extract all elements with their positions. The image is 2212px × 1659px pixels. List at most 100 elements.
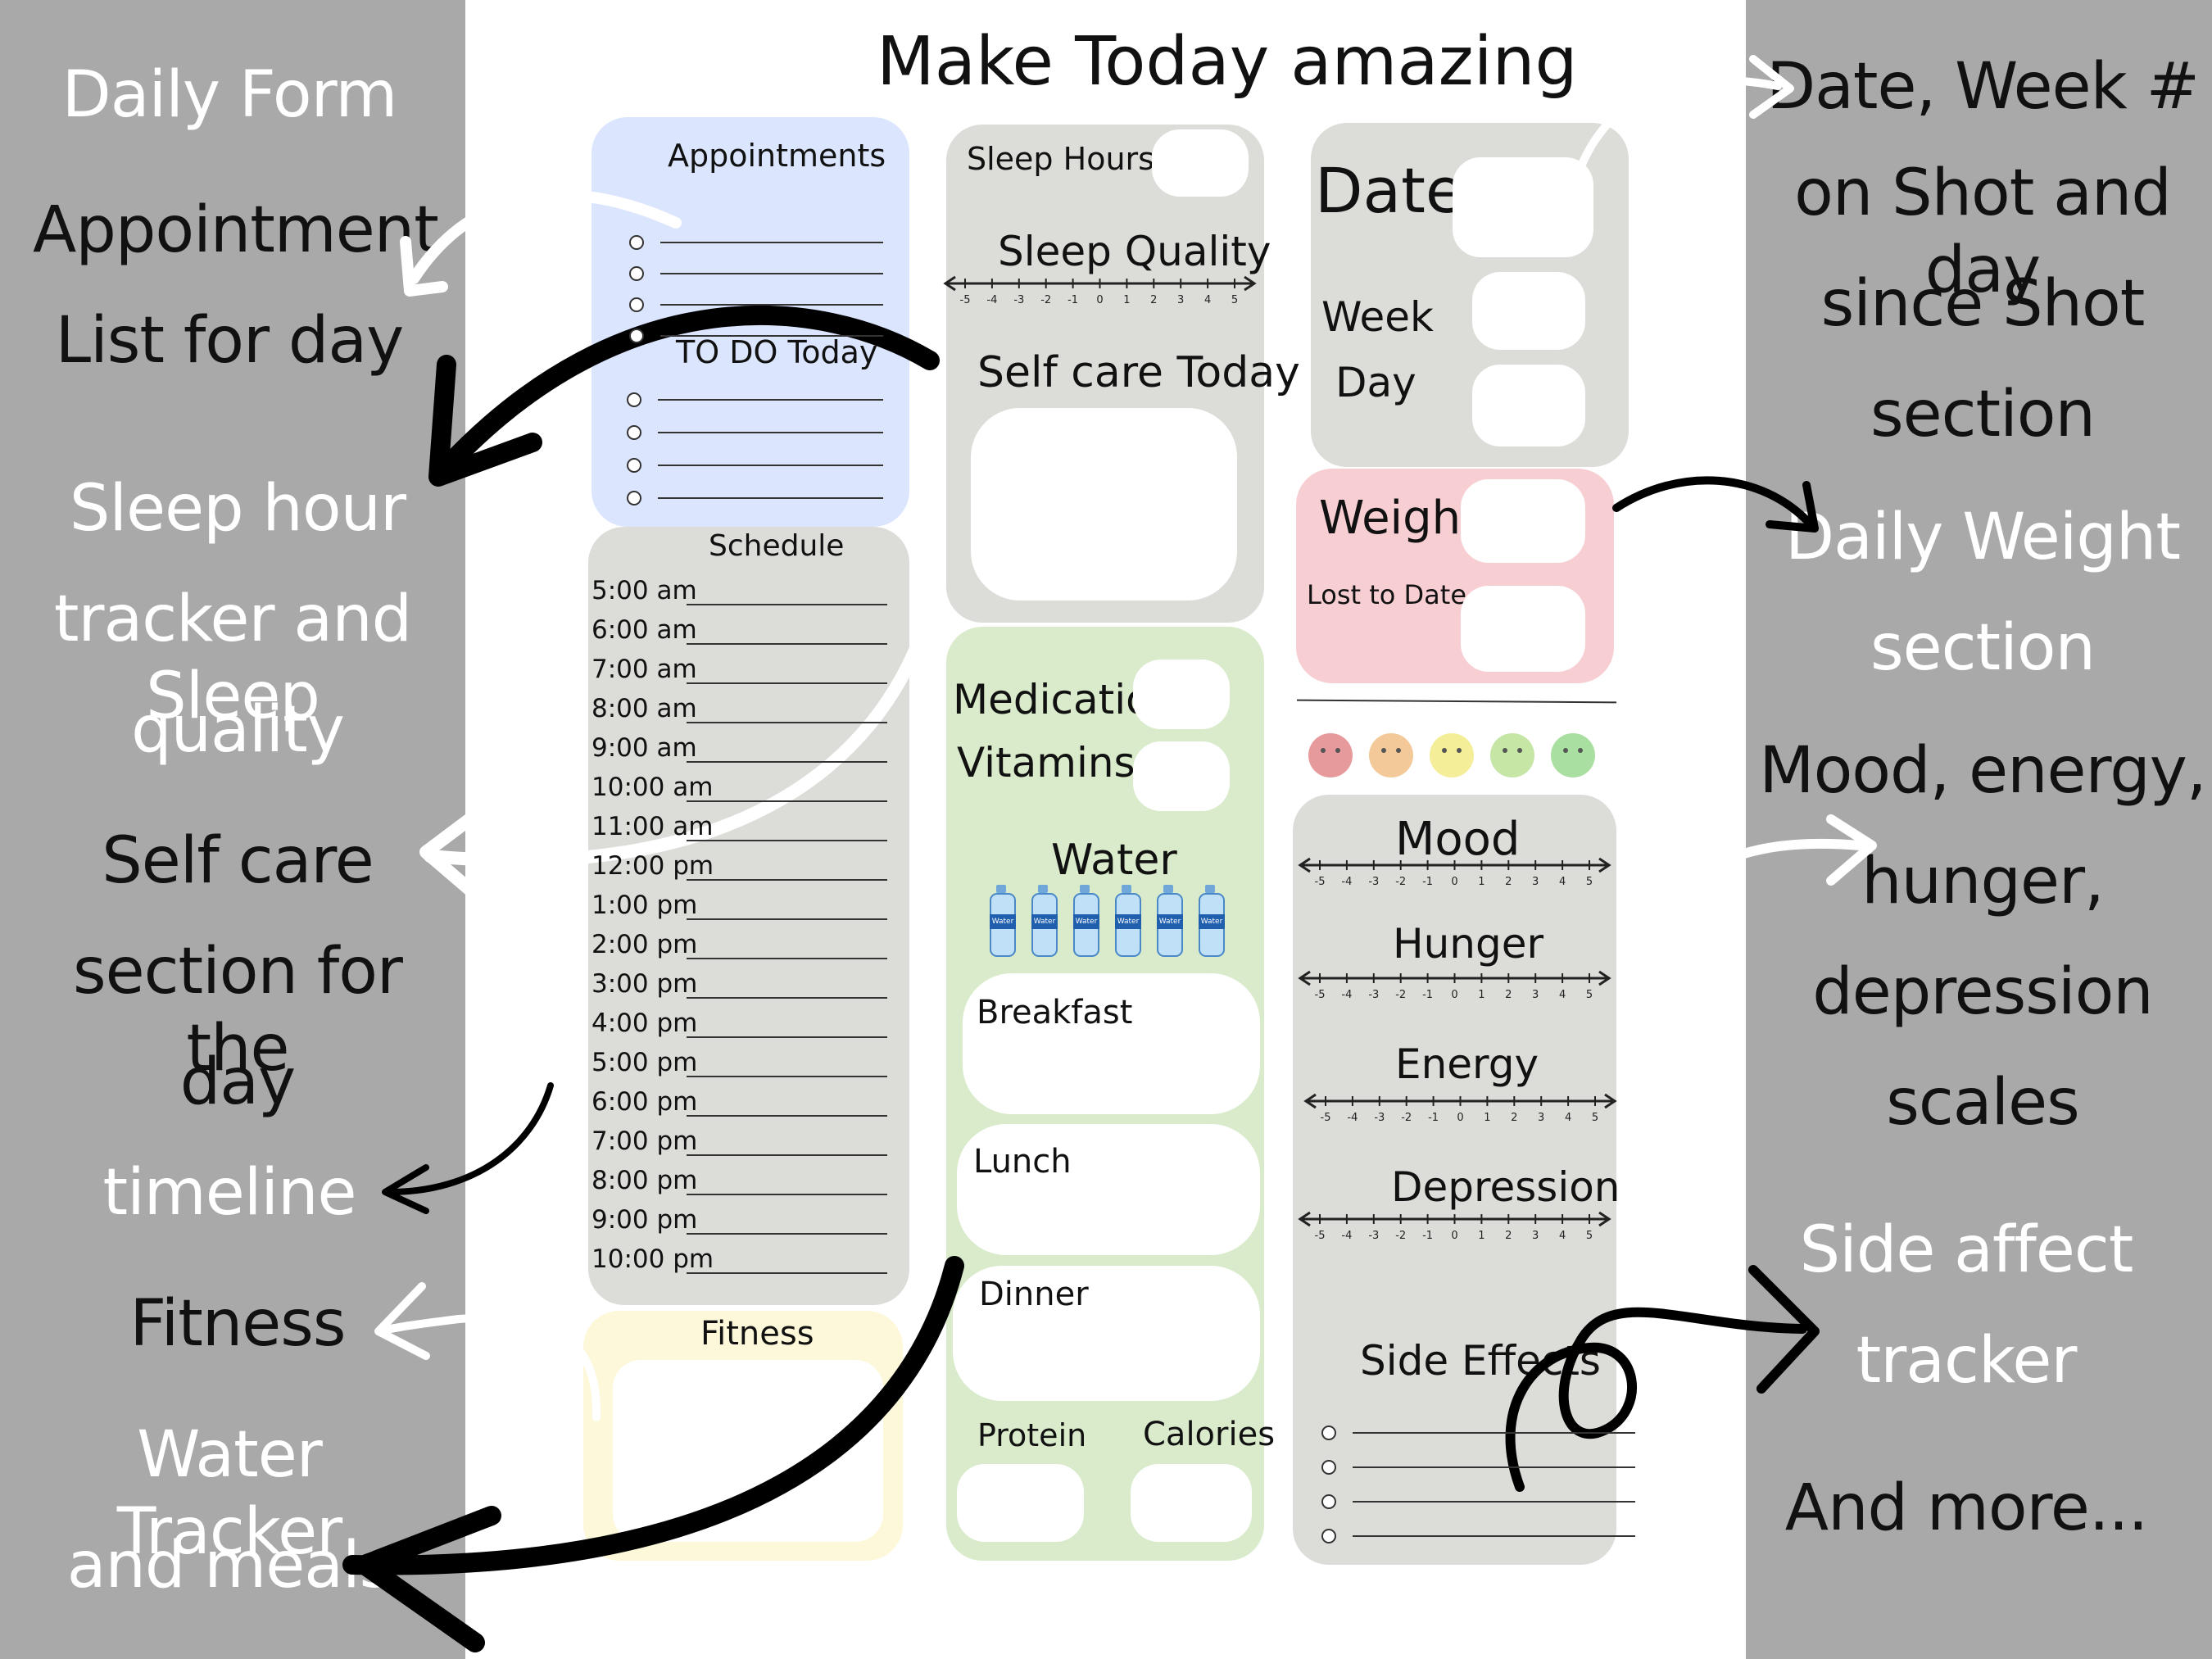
schedule-line[interactable] xyxy=(687,1272,887,1274)
schedule-line[interactable] xyxy=(687,918,887,920)
side-effect-checkbox[interactable] xyxy=(1321,1426,1336,1440)
day-box[interactable] xyxy=(1472,365,1585,446)
side-effect-line[interactable] xyxy=(1353,1535,1635,1537)
lunch-box[interactable] xyxy=(957,1124,1260,1255)
appointment-line[interactable] xyxy=(660,335,883,337)
scale-tick-label: 5 xyxy=(1586,989,1593,1001)
breakfast-box[interactable] xyxy=(963,973,1260,1114)
schedule-line[interactable] xyxy=(687,1194,887,1195)
schedule-line[interactable] xyxy=(687,840,887,841)
schedule-line[interactable] xyxy=(687,800,887,802)
energy-scale-label: Energy xyxy=(1395,1040,1539,1088)
label-date-week: Date, Week # xyxy=(1766,50,2200,124)
side-effect-line[interactable] xyxy=(1353,1501,1635,1503)
self-care-box[interactable] xyxy=(971,408,1237,601)
appointment-line[interactable] xyxy=(660,304,883,306)
appointments-heading: Appointments xyxy=(668,138,886,174)
scale-tick-label: 2 xyxy=(1505,876,1512,888)
schedule-line[interactable] xyxy=(687,1233,887,1235)
schedule-line[interactable] xyxy=(687,879,887,881)
lost-to-date-box[interactable] xyxy=(1461,586,1585,672)
dinner-box[interactable] xyxy=(953,1266,1260,1401)
schedule-line[interactable] xyxy=(687,997,887,999)
side-effect-checkbox[interactable] xyxy=(1321,1460,1336,1475)
water-bottle-icon[interactable]: Water xyxy=(987,885,1016,957)
appointment-checkbox[interactable] xyxy=(629,266,644,281)
scale-arrowhead xyxy=(1298,1211,1311,1227)
arrow-scales xyxy=(1657,838,1865,935)
mood-face-icon-3[interactable] xyxy=(1430,733,1474,777)
scale-tick-label: -4 xyxy=(1341,989,1352,1001)
side-effect-line[interactable] xyxy=(1353,1432,1635,1434)
water-bottle-icon[interactable]: Water xyxy=(1113,885,1141,957)
label-tracker: tracker xyxy=(1856,1324,2078,1398)
schedule-line[interactable] xyxy=(687,958,887,959)
scale-arrowhead xyxy=(1598,857,1611,873)
todo-line[interactable] xyxy=(658,432,883,433)
label-since-shot: since Shot xyxy=(1820,267,2146,341)
mood-face-icon-2[interactable] xyxy=(1369,733,1413,777)
weight-box[interactable] xyxy=(1461,479,1585,563)
scale-tick-label: -5 xyxy=(1315,989,1326,1001)
arrow-side-effects xyxy=(1505,1307,1807,1492)
todo-line[interactable] xyxy=(658,399,883,401)
arrow-appointments xyxy=(408,189,682,284)
mood-face-icon-4[interactable] xyxy=(1490,733,1534,777)
todo-checkbox[interactable] xyxy=(627,458,641,473)
water-bottle-icon[interactable]: Water xyxy=(1154,885,1183,957)
water-bottle-icon[interactable]: Water xyxy=(1029,885,1058,957)
appointment-checkbox[interactable] xyxy=(629,329,644,343)
scale-tick-label: -1 xyxy=(1422,876,1433,888)
todo-line[interactable] xyxy=(658,465,883,466)
schedule-line[interactable] xyxy=(687,1036,887,1038)
scale-tick-label: -1 xyxy=(1422,989,1433,1001)
date-box[interactable] xyxy=(1453,157,1593,257)
appointment-checkbox[interactable] xyxy=(629,297,644,312)
label-section-2: section xyxy=(1870,611,2096,685)
side-effect-line[interactable] xyxy=(1353,1466,1635,1468)
side-effect-checkbox[interactable] xyxy=(1321,1494,1336,1509)
appointment-line[interactable] xyxy=(660,242,883,243)
todo-checkbox[interactable] xyxy=(627,425,641,440)
schedule-line[interactable] xyxy=(687,761,887,763)
week-box[interactable] xyxy=(1472,272,1585,350)
todo-line[interactable] xyxy=(658,497,883,499)
todo-checkbox[interactable] xyxy=(627,392,641,407)
vitamins-box[interactable] xyxy=(1133,741,1230,811)
water-bottle-icon[interactable]: Water xyxy=(1196,885,1225,957)
arrowhead-side-effects xyxy=(1748,1265,1820,1394)
scale-tick-label: -2 xyxy=(1040,294,1051,306)
mood-face-icon-5[interactable] xyxy=(1551,733,1595,777)
schedule-line[interactable] xyxy=(687,604,887,605)
arrowhead-todo xyxy=(428,355,542,487)
protein-box[interactable] xyxy=(957,1464,1084,1542)
schedule-line[interactable] xyxy=(687,1076,887,1077)
scale-tick-label: 5 xyxy=(1586,876,1593,888)
left-side-panel xyxy=(0,0,465,1659)
schedule-line[interactable] xyxy=(687,682,887,684)
water-bottle-icon[interactable]: Water xyxy=(1071,885,1099,957)
mood-face-icon-1[interactable] xyxy=(1308,733,1353,777)
appointment-checkbox[interactable] xyxy=(629,235,644,250)
schedule-line[interactable] xyxy=(687,1154,887,1156)
medication-box[interactable] xyxy=(1133,660,1230,729)
schedule-line[interactable] xyxy=(687,643,887,645)
appointment-line[interactable] xyxy=(660,273,883,274)
todo-heading: TO DO Today xyxy=(676,334,878,370)
todo-checkbox[interactable] xyxy=(627,491,641,505)
schedule-time: 12:00 pm xyxy=(592,851,714,881)
schedule-time: 10:00 pm xyxy=(592,1244,714,1274)
schedule-line[interactable] xyxy=(687,722,887,723)
arrowhead-weight xyxy=(1766,481,1819,533)
calories-box[interactable] xyxy=(1131,1464,1252,1542)
sleep-hours-box[interactable] xyxy=(1152,129,1249,197)
label-and-more: And more... xyxy=(1784,1471,2149,1545)
arrow-schedule xyxy=(386,1082,554,1195)
side-effect-checkbox[interactable] xyxy=(1321,1529,1336,1543)
schedule-line[interactable] xyxy=(687,1115,887,1117)
